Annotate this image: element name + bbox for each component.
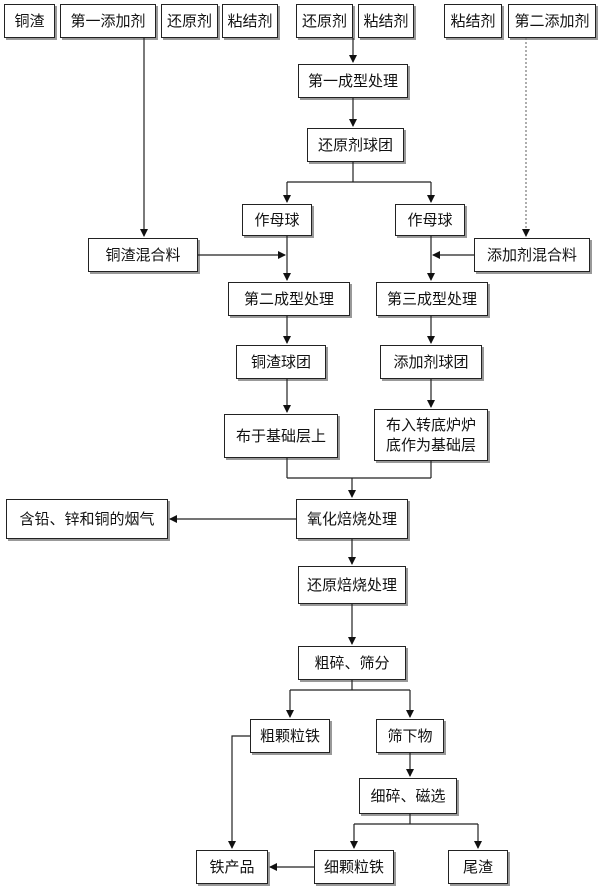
step-mother-ball-left: 作母球 <box>242 204 312 236</box>
output-tailings: 尾渣 <box>448 850 508 884</box>
arrow-coarse-to-product <box>228 735 250 849</box>
step-additive-pellet: 添加剂球团 <box>380 345 482 379</box>
step-place-hearth-line2: 底作为基础层 <box>385 436 476 454</box>
input-binder-2: 粘结剂 <box>358 4 414 38</box>
output-coarse-iron: 粗颗粒铁 <box>250 719 330 753</box>
input-binder: 粘结剂 <box>222 4 278 38</box>
step-third-forming: 第三成型处理 <box>376 282 488 316</box>
input-binder-3: 粘结剂 <box>444 4 502 38</box>
step-second-forming: 第二成型处理 <box>228 282 350 316</box>
output-iron-product: 铁产品 <box>196 850 268 884</box>
step-additive-mix: 添加剂混合料 <box>474 238 590 272</box>
output-undersize: 筛下物 <box>376 719 444 753</box>
input-second-additive: 第二添加剂 <box>508 4 596 38</box>
step-reduction-roasting: 还原焙烧处理 <box>298 566 406 604</box>
output-fine-iron: 细颗粒铁 <box>314 850 394 884</box>
input-first-additive: 第一添加剂 <box>60 4 156 38</box>
step-copper-slag-mix: 铜渣混合料 <box>88 238 198 272</box>
step-mother-ball-right: 作母球 <box>395 204 465 236</box>
step-crush-screen: 粗碎、筛分 <box>298 646 406 680</box>
input-reductant: 还原剂 <box>161 4 218 38</box>
step-copper-slag-pellet: 铜渣球团 <box>236 345 326 379</box>
step-place-on-base: 布于基础层上 <box>224 414 338 458</box>
step-fine-crush-magnetic: 细碎、磁选 <box>359 778 457 814</box>
step-oxidation-roasting: 氧化焙烧处理 <box>296 499 408 539</box>
step-place-hearth-base: 布入转底炉炉 底作为基础层 <box>374 409 488 461</box>
step-first-forming: 第一成型处理 <box>298 64 408 98</box>
input-copper-slag: 铜渣 <box>4 4 55 38</box>
step-place-hearth-line1: 布入转底炉炉 <box>385 416 476 434</box>
input-reductant-2: 还原剂 <box>296 4 353 38</box>
step-reductant-pellet: 还原剂球团 <box>307 128 404 162</box>
output-flue-gas: 含铅、锌和铜的烟气 <box>6 499 168 539</box>
